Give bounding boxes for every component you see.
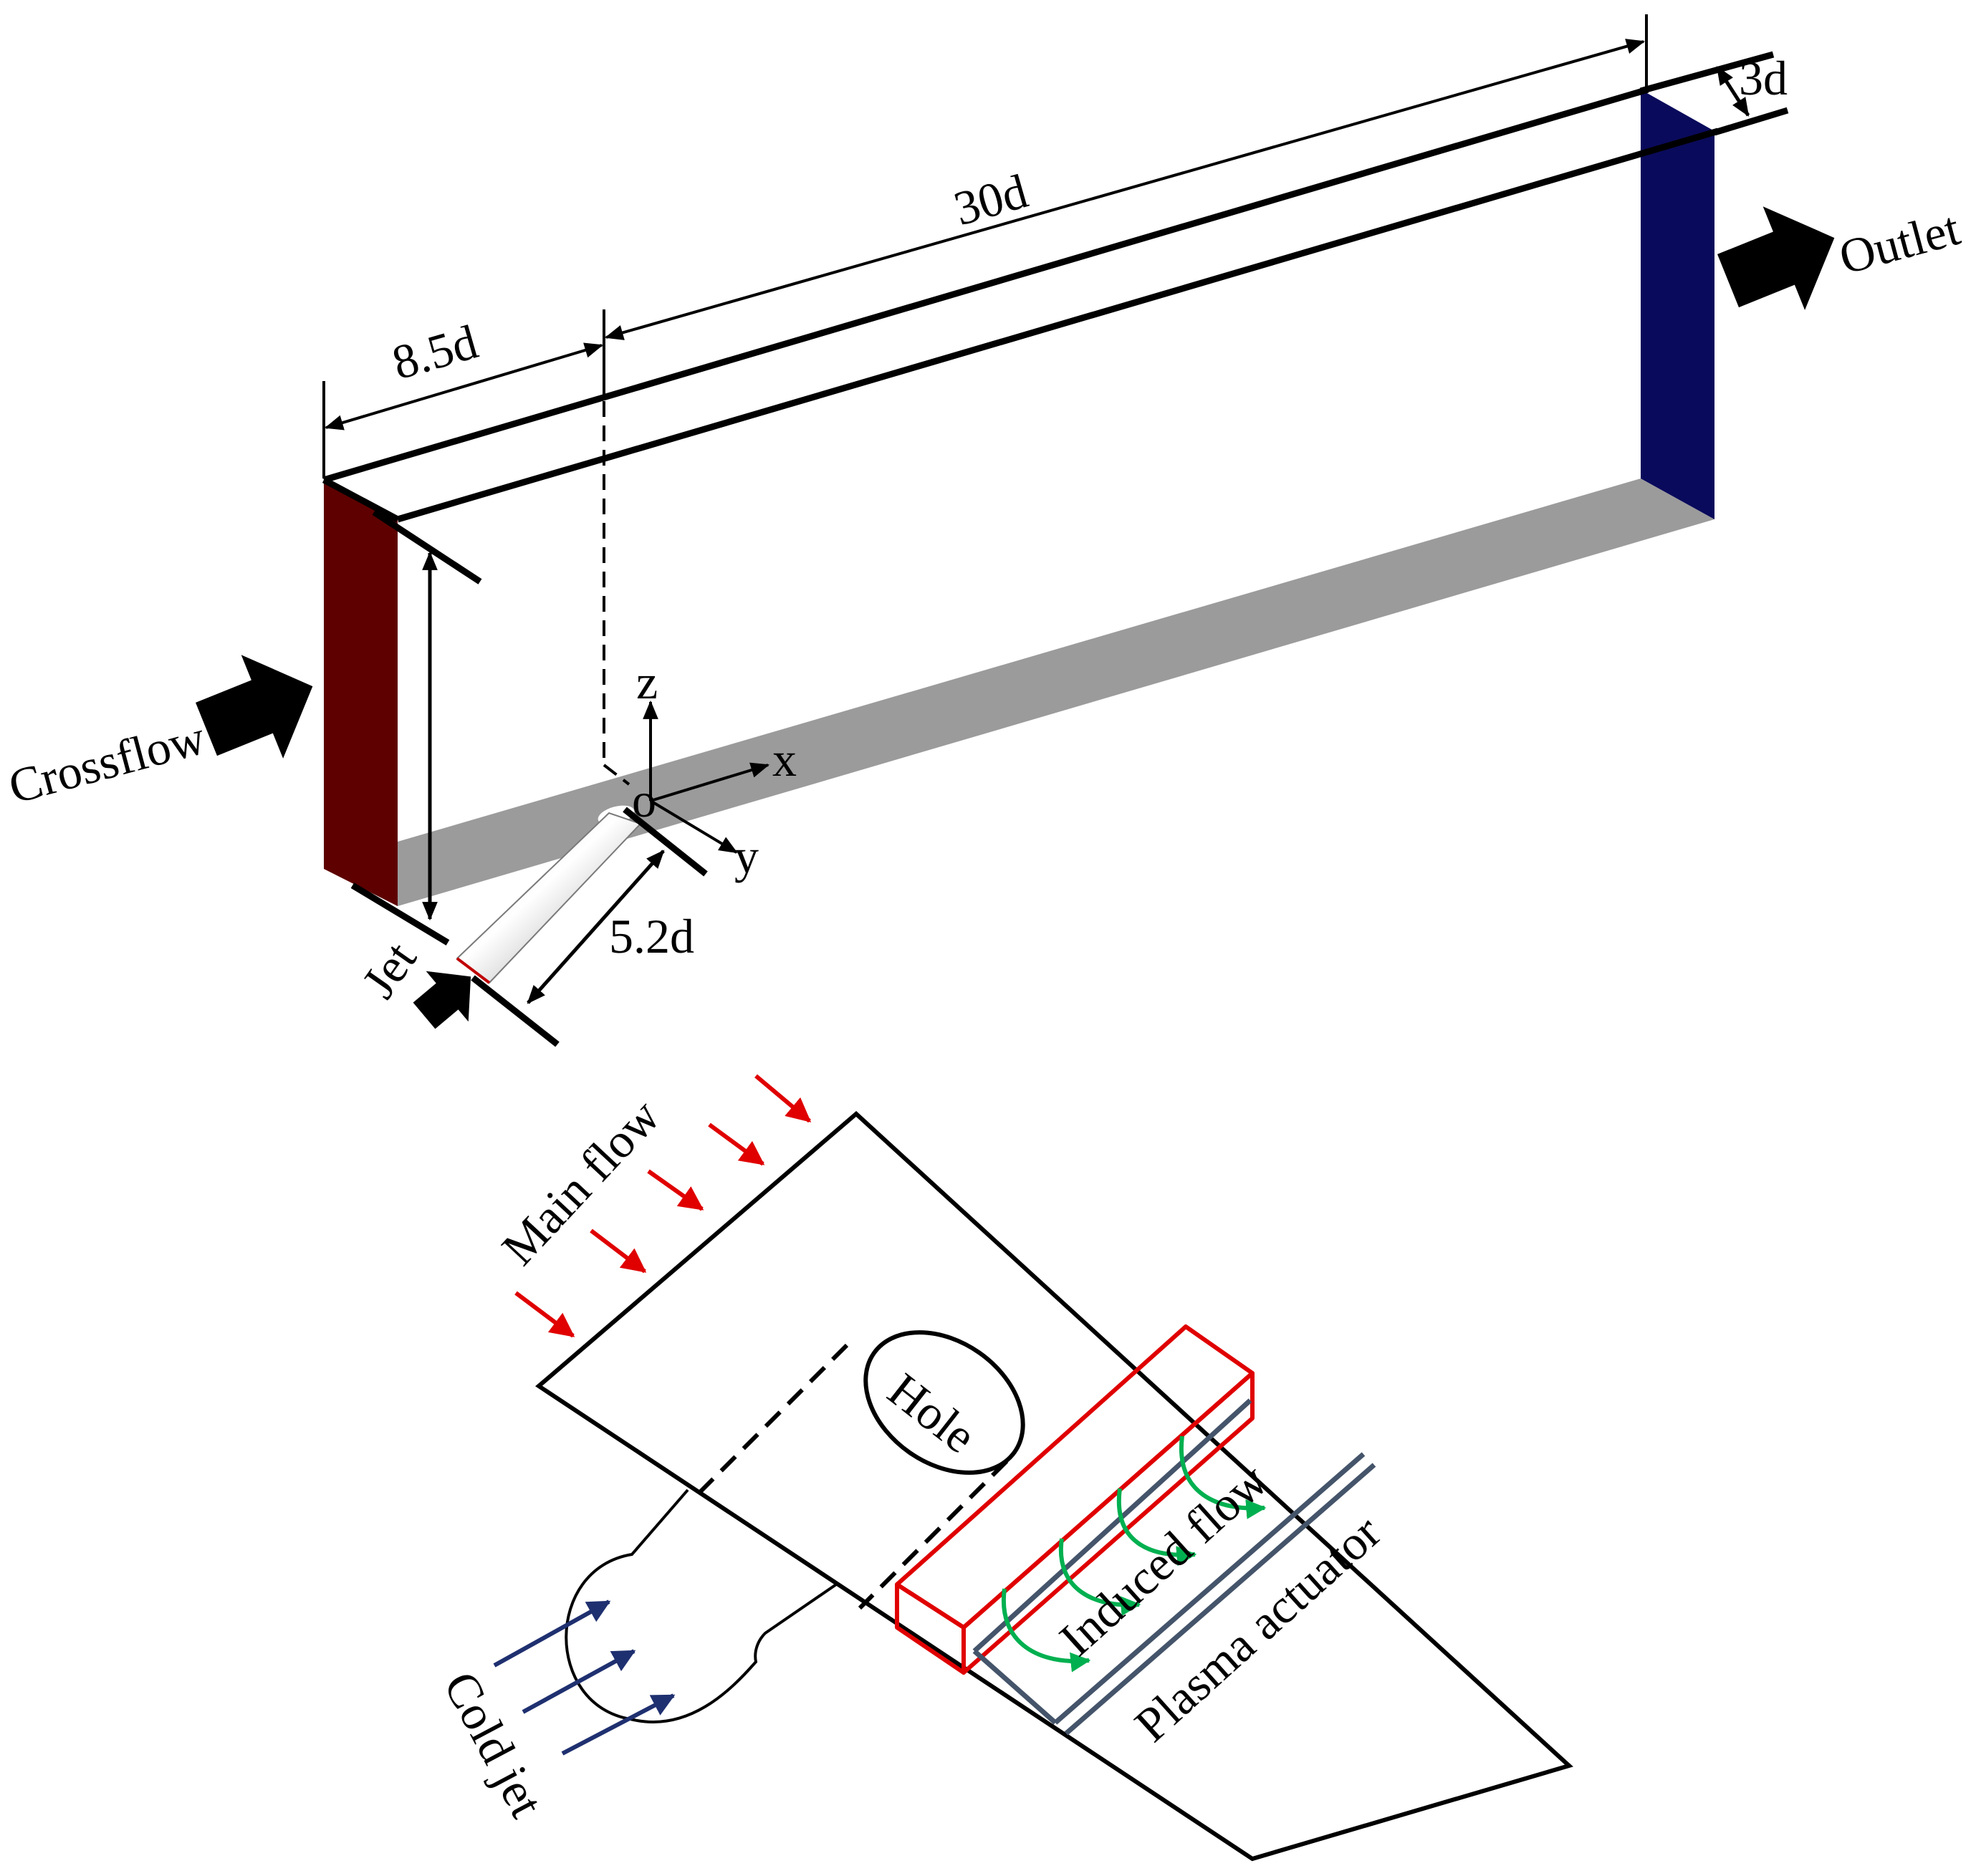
cold-jet-arrows: [493, 1600, 676, 1756]
main-flow-arrow-3: [647, 1169, 704, 1211]
x-axis: [650, 762, 770, 802]
jet-inlet-edge: [456, 957, 491, 984]
main-flow-label: Main flow: [491, 1089, 670, 1275]
top-back-edge: [322, 86, 1649, 484]
main-flow-arrow-1: [754, 1074, 812, 1123]
height-ext-top: [372, 509, 482, 585]
hole-dashed-1: [696, 1343, 849, 1496]
dim-3d-label: 3d: [1739, 51, 1788, 105]
outlet-arrow: [1717, 206, 1835, 310]
actuator-view: Main flow Hole Cold jet: [433, 1074, 1573, 1862]
dim-30d-label: 30d: [948, 163, 1033, 236]
main-flow-arrow-5: [514, 1291, 575, 1338]
outlet-label: Outlet: [1833, 201, 1965, 284]
jet-dim-ext-bottom: [471, 975, 560, 1047]
main-flow-arrow-2: [708, 1122, 765, 1166]
cold-jet-label: Cold jet: [433, 1663, 555, 1826]
main-flow-arrow-4: [590, 1228, 647, 1274]
electrode-b: [1053, 1452, 1366, 1725]
dim-5-2d-label: 5.2d: [609, 909, 694, 963]
crossflow-label: Crossflow: [3, 710, 211, 814]
x-axis-label: x: [772, 732, 797, 787]
hole-dashed-2: [858, 1459, 1009, 1610]
induced-flow-arrows: [1001, 1435, 1267, 1673]
jet-label: Jet: [351, 932, 427, 1008]
induced-arrow-4: [1001, 1588, 1091, 1673]
cold-jet-arrow-2: [522, 1649, 636, 1714]
cold-jet-pipe: [565, 1488, 840, 1723]
cold-jet-arrow-3: [561, 1693, 676, 1756]
cold-jet-arrow-1: [493, 1600, 611, 1668]
induced-arrow-3: [1058, 1538, 1141, 1617]
dim-3d-arrow: [1715, 66, 1750, 117]
electrode-c: [1064, 1463, 1376, 1736]
jet-arrow: [413, 971, 471, 1029]
height-ext-bottom: [350, 882, 450, 946]
actuator-box-top: [895, 1324, 1255, 1630]
hole: [863, 1330, 1025, 1475]
outlet-ext-2: [1713, 107, 1789, 136]
induced-arrow-2: [1116, 1488, 1197, 1567]
induced-arrow-1: [1179, 1435, 1267, 1519]
electrode-a: [972, 1398, 1252, 1653]
wall-plate: [535, 1110, 1573, 1862]
domain-floor: [398, 478, 1714, 906]
top-left-edge: [322, 477, 400, 522]
crossflow-arrow: [196, 655, 313, 759]
y-axis-label: y: [734, 829, 759, 883]
main-flow-arrows: [514, 1074, 812, 1338]
origin-label: o: [632, 773, 656, 827]
outlet-ext-1: [1639, 51, 1775, 95]
outlet-face: [1641, 90, 1714, 519]
top-front-edge: [396, 128, 1720, 523]
dim-8-5d-label: 8.5d: [386, 314, 483, 390]
z-axis-label: z: [636, 655, 658, 709]
electrodes: [972, 1398, 1376, 1736]
jet-dim-ext-top: [623, 807, 708, 877]
electrode-end: [972, 1649, 1057, 1725]
jet-position-dashed-2: [603, 764, 630, 786]
jet-dim-arrow: [527, 850, 665, 1004]
dim-8-5d-arrow: [324, 342, 604, 430]
dim-30d-arrow: [604, 39, 1646, 340]
hole-label: Hole: [878, 1362, 987, 1463]
inlet-face: [324, 480, 398, 906]
domain-view: 3d 8.5d 30d 5.2d z x y o: [3, 14, 1965, 1047]
y-axis: [649, 799, 738, 854]
